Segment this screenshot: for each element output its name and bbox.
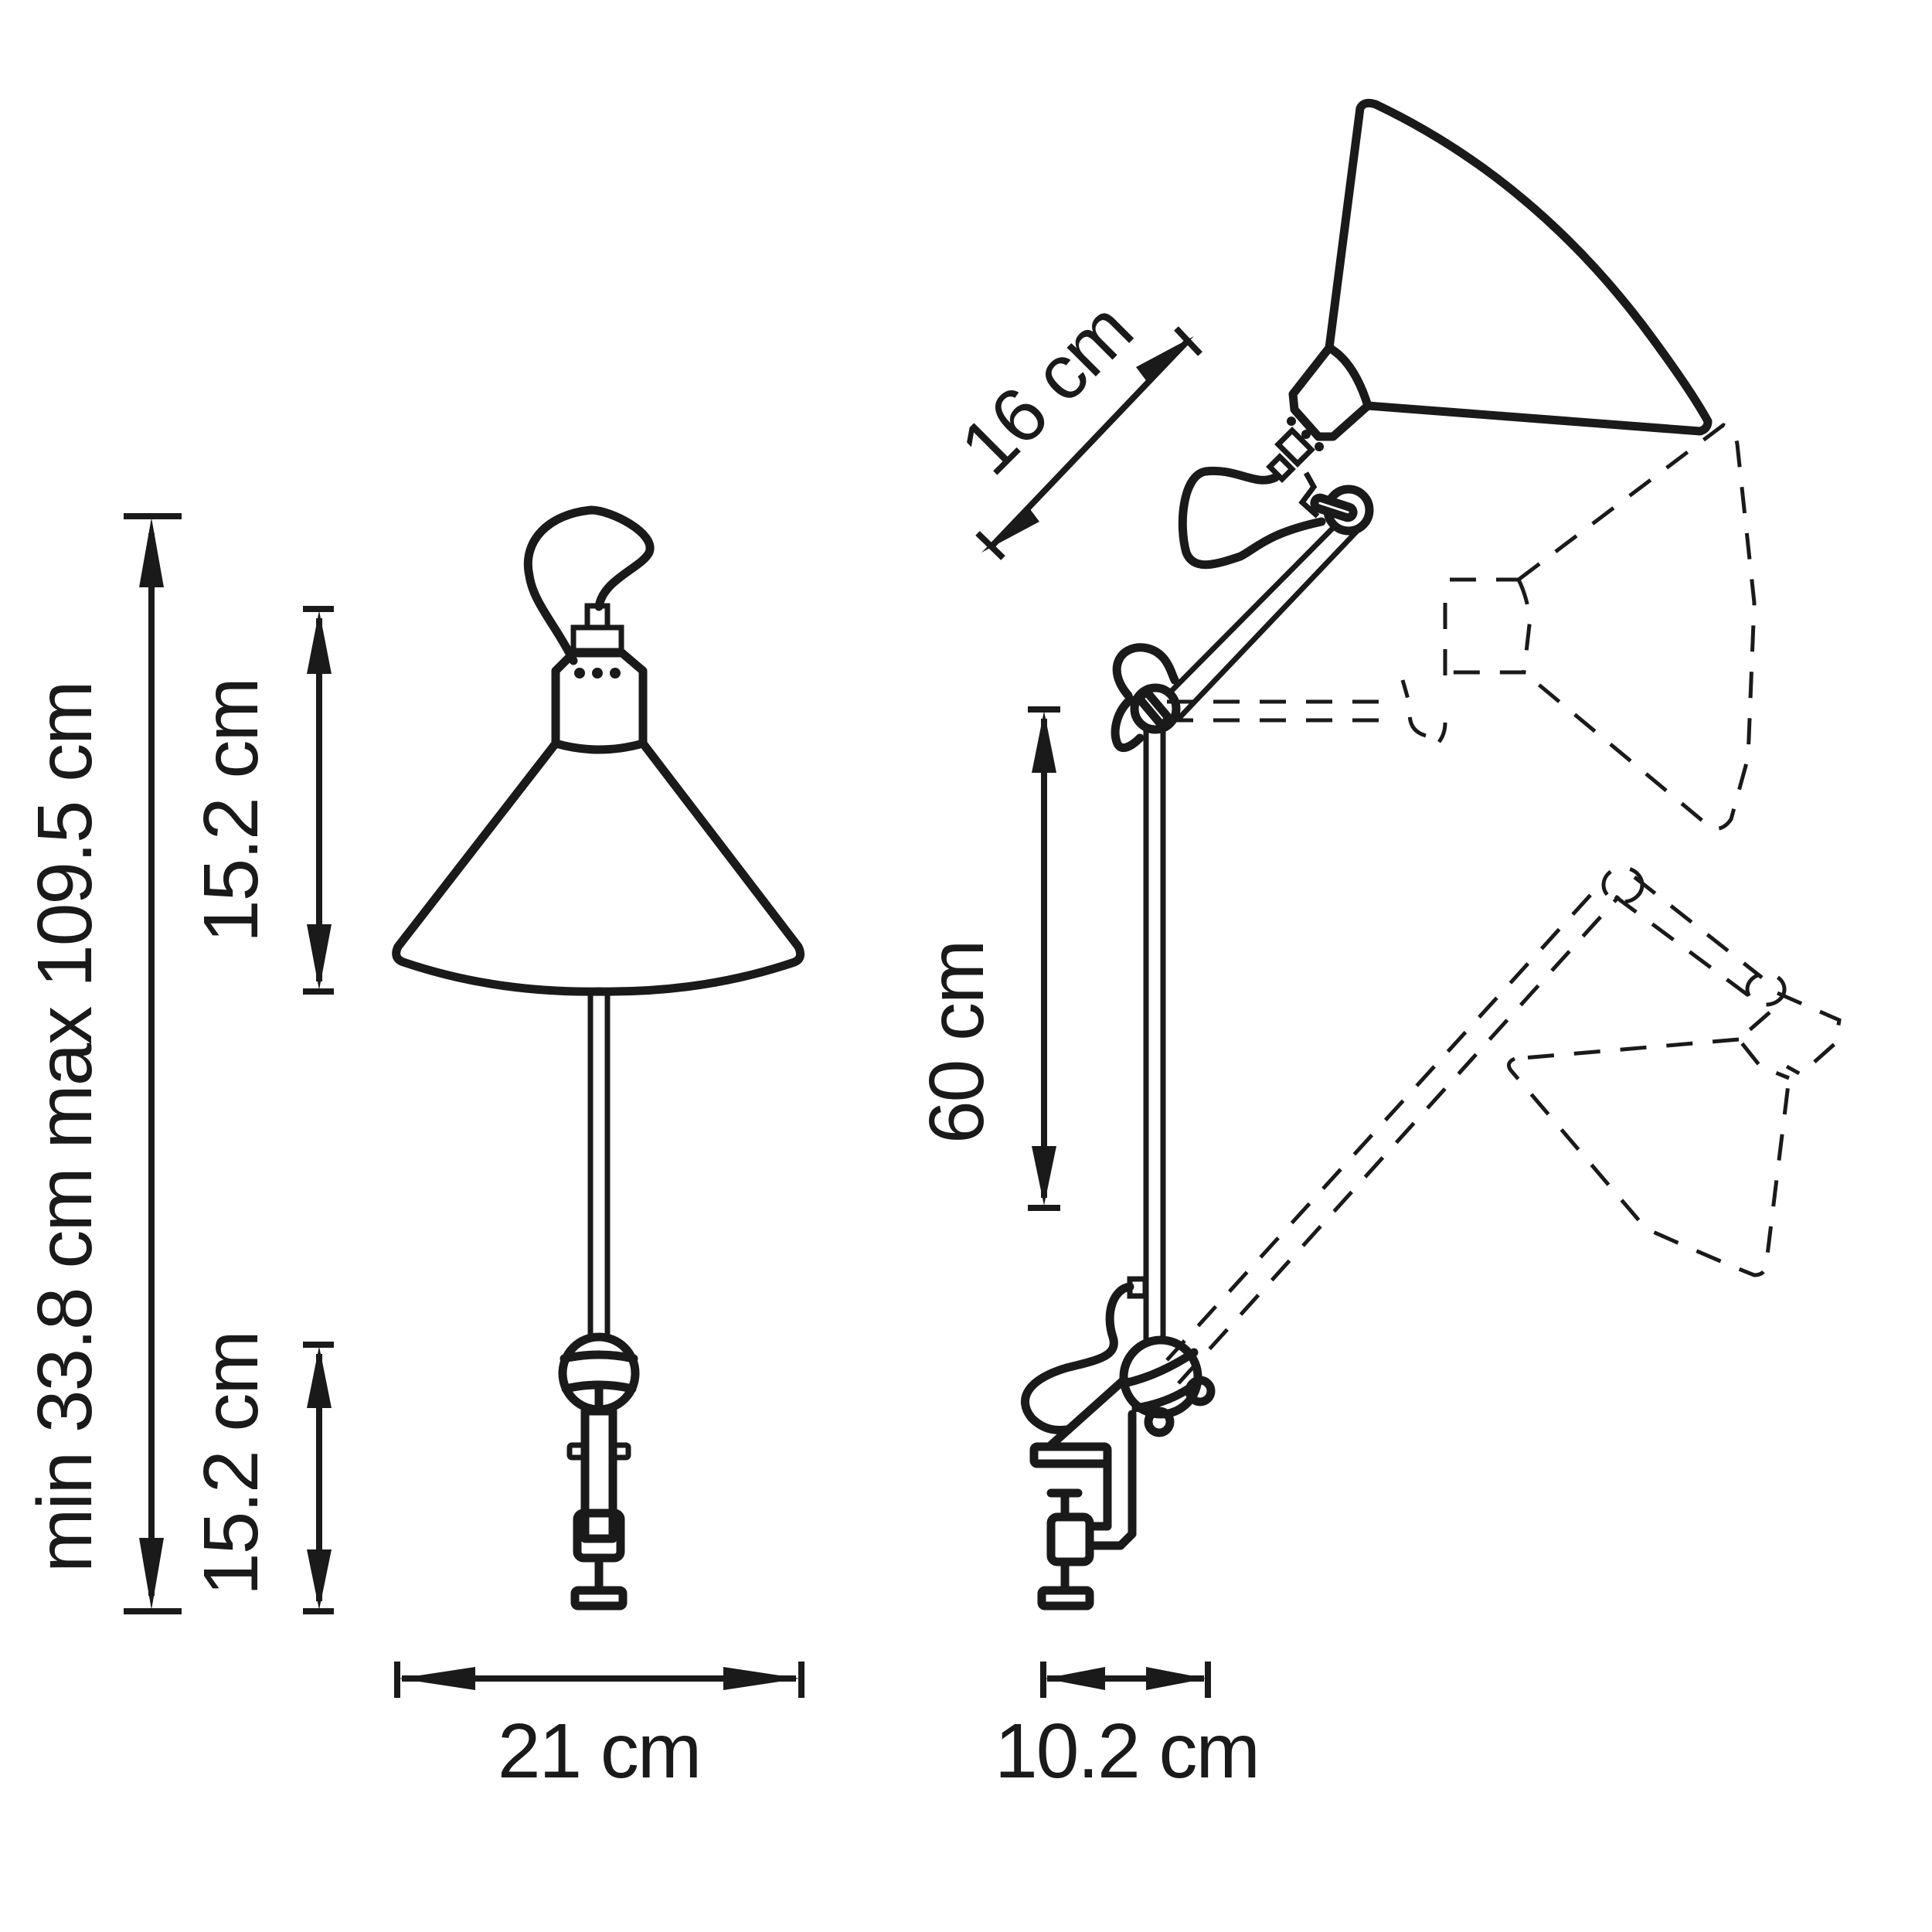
- shade-width-label: 21 cm: [498, 1708, 700, 1794]
- arm-length-dimension: 60 cm: [913, 706, 1060, 1211]
- alternate-position-lower: [1165, 866, 1842, 1385]
- clamp-height-dimension: 15.2 cm: [188, 1332, 334, 1614]
- alternate-position-upper: [1167, 423, 1757, 831]
- clamp-depth-label: 10.2 cm: [995, 1708, 1259, 1794]
- shade-width-dimension: 21 cm: [394, 1662, 804, 1794]
- shade-length-label: 16 cm: [944, 287, 1148, 492]
- clamp-height-label: 15.2 cm: [188, 1332, 274, 1596]
- arrow-up-icon: [139, 518, 164, 587]
- arm-length-label: 60 cm: [913, 941, 1000, 1144]
- arrow-down-icon: [139, 1538, 164, 1610]
- shade-height-label: 15.2 cm: [188, 679, 274, 943]
- total-height-dimension: min 33.8 cm max 109.5 cm: [22, 513, 182, 1614]
- front-view-lamp: [392, 505, 805, 1611]
- side-view-lamp: [1020, 98, 1713, 1611]
- clamp-depth-dimension: 10.2 cm: [995, 1662, 1260, 1794]
- total-height-label: min 33.8 cm max 109.5 cm: [22, 682, 108, 1573]
- shade-height-dimension: 15.2 cm: [188, 606, 334, 995]
- shade-length-dimension: 16 cm: [944, 287, 1202, 560]
